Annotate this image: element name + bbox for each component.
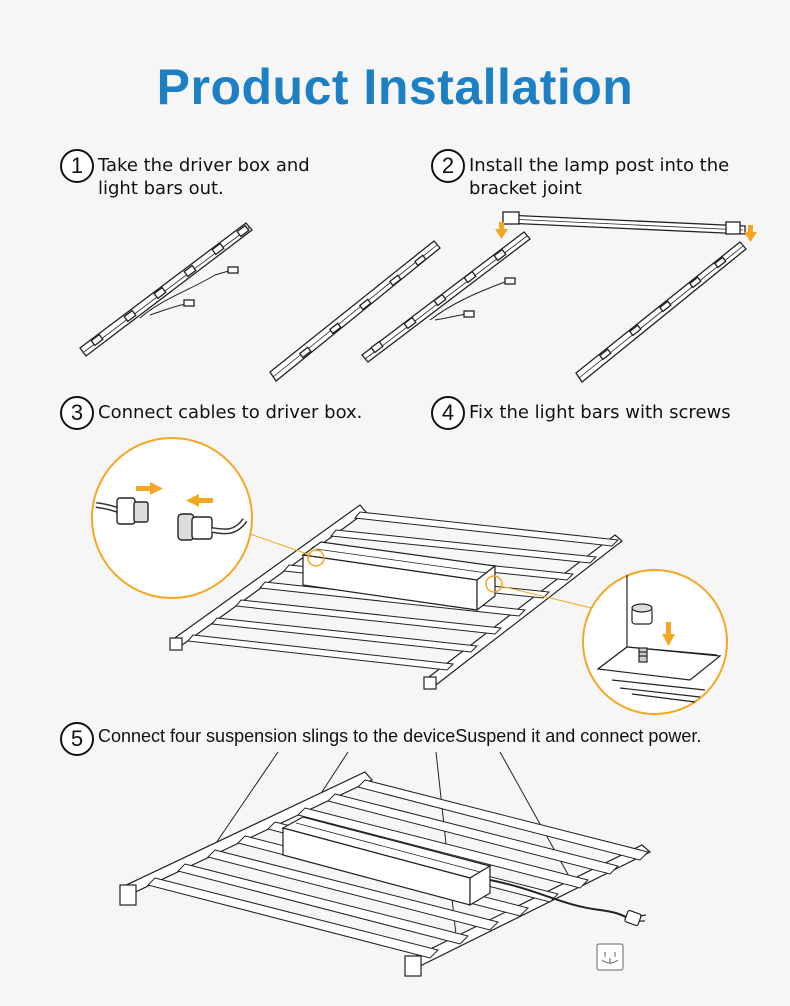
step-number: 2 <box>431 149 465 183</box>
step-2-bracket-assembly <box>361 211 747 383</box>
screw-detail-circle <box>485 569 728 715</box>
step-number: 5 <box>60 722 94 756</box>
step-text: Connect four suspension slings to the de… <box>98 726 702 746</box>
wall-socket-icon <box>596 943 624 971</box>
step-text: Install the lamp post into the bracket j… <box>469 155 730 199</box>
connector-detail-circle <box>91 437 325 599</box>
step-5-suspended-fixture <box>119 751 652 977</box>
arrow-icon <box>495 222 757 242</box>
step-1-caption: 1 Take the driver box and light bars out… <box>60 149 310 200</box>
arrow-icon <box>662 622 675 646</box>
step-4-caption: 4 Fix the light bars with screws <box>431 396 731 430</box>
step-5-caption: 5 Connect four suspension slings to the … <box>60 722 701 756</box>
step-number: 3 <box>60 396 94 430</box>
page-title: Product Installation <box>156 59 634 115</box>
screw-icon <box>631 603 653 663</box>
step-number: 4 <box>431 396 465 430</box>
power-plug-icon <box>624 909 647 927</box>
step-text: Connect cables to driver box. <box>98 402 363 423</box>
step-3-caption: 3 Connect cables to driver box. <box>60 396 362 430</box>
step-2-caption: 2 Install the lamp post into the bracket… <box>431 149 729 200</box>
step-text: Fix the light bars with screws <box>469 402 731 423</box>
step-number: 1 <box>60 149 94 183</box>
step-1-light-bars <box>79 222 441 382</box>
connector-icon <box>95 497 248 541</box>
arrow-icon <box>136 482 213 507</box>
step-text: Take the driver box and light bars out. <box>98 155 310 199</box>
